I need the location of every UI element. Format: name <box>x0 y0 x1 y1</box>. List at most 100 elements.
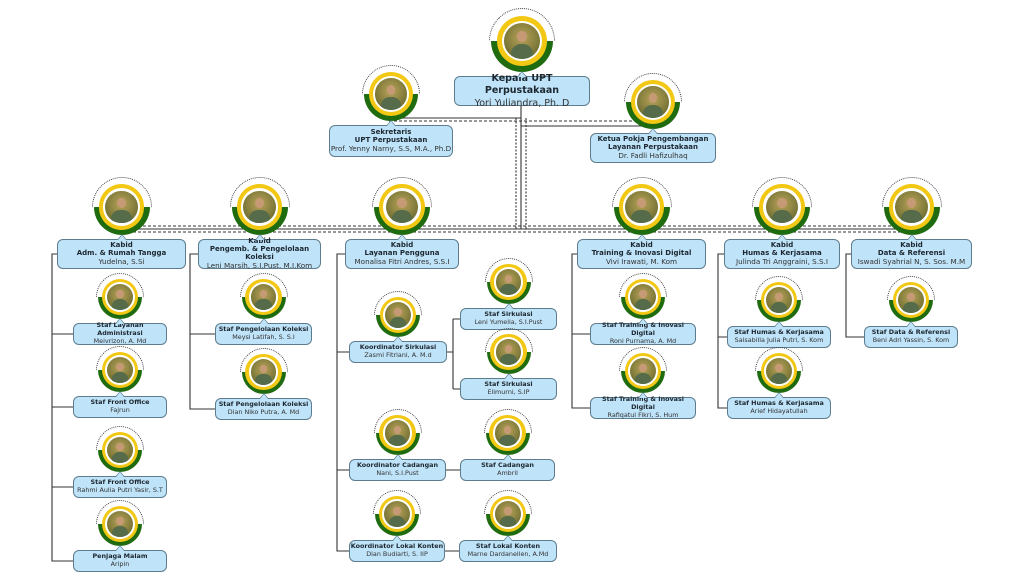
person-body-icon <box>510 43 534 59</box>
avatar[interactable] <box>364 281 432 349</box>
person-head-icon <box>639 363 647 373</box>
avatar[interactable] <box>229 263 298 331</box>
avatar[interactable] <box>359 164 445 250</box>
node-person-name: Fajrun <box>110 406 130 415</box>
profile-photo <box>250 359 277 385</box>
connector-arrow-icon <box>392 454 403 461</box>
person-body-icon <box>642 104 664 118</box>
pokja-node[interactable]: Ketua Pokja Pengembangan Layanan Perpust… <box>590 128 716 163</box>
profile-photo <box>765 190 799 224</box>
avatar[interactable] <box>217 164 302 250</box>
avatar[interactable] <box>229 338 298 406</box>
person-head-icon <box>777 197 787 209</box>
avatar[interactable] <box>609 337 677 405</box>
node-person-name: Rafiqatul Fikri, S. Hum <box>607 410 679 419</box>
person-body-icon <box>634 373 652 384</box>
profile-photo <box>895 190 928 224</box>
node-role: Staf Training & Inovasi Digital <box>602 395 684 411</box>
avatar[interactable] <box>611 60 695 144</box>
connector-arrow-icon <box>777 234 787 241</box>
person-body-icon <box>771 209 793 224</box>
person-head-icon <box>397 197 407 209</box>
node-person-name: Aripin <box>110 560 130 569</box>
node-role: Koordinator Cadangan <box>356 460 439 469</box>
node-person-name: Iswadi Syahrial N, S. Sos. M.M <box>857 257 966 266</box>
node-role: Staf Pengelolaan Koleksi <box>218 399 309 408</box>
person-body-icon <box>249 209 270 224</box>
person-head-icon <box>503 425 512 435</box>
avatar[interactable] <box>86 263 154 331</box>
node-person-name: Monalisa Fitri Andres, S.S.I <box>354 257 450 266</box>
avatar[interactable] <box>363 480 431 548</box>
profile-photo <box>105 190 138 224</box>
avatar[interactable] <box>745 266 813 334</box>
profile-photo <box>107 284 133 310</box>
avatar[interactable] <box>474 248 543 316</box>
avatar[interactable] <box>86 416 154 484</box>
person-head-icon <box>393 425 402 435</box>
avatar[interactable] <box>609 263 677 331</box>
avatar[interactable] <box>473 399 542 467</box>
node-person-name: Yori Yuliandra, Ph. D <box>474 97 570 109</box>
node-role: Staf Humas & Kerjasama <box>734 327 824 336</box>
node-role: Koordinator Sirkulasi <box>359 342 437 351</box>
avatar[interactable] <box>877 266 945 334</box>
profile-photo <box>384 420 411 446</box>
avatar[interactable] <box>475 0 569 88</box>
profile-photo <box>494 420 521 446</box>
node-person-name: Beni Adri Yassin, S. Kom <box>872 336 950 345</box>
avatar[interactable] <box>363 399 432 467</box>
avatar[interactable] <box>745 337 813 405</box>
avatar[interactable] <box>474 480 542 548</box>
connector-arrow-icon <box>502 454 513 461</box>
node-role: Koordinator Lokal Konten <box>350 541 444 550</box>
avatar[interactable] <box>349 52 433 136</box>
person-body-icon <box>111 452 129 463</box>
avatar[interactable] <box>86 490 154 558</box>
avatar[interactable] <box>739 164 825 250</box>
avatar[interactable] <box>599 164 684 250</box>
person-head-icon <box>116 442 124 452</box>
connector-arrow-icon <box>258 318 269 325</box>
connector-arrow-icon <box>115 391 125 398</box>
avatar[interactable] <box>86 336 154 404</box>
connector-arrow-icon <box>774 392 784 399</box>
person-body-icon <box>634 299 652 310</box>
person-head-icon <box>504 274 513 284</box>
person-head-icon <box>504 506 512 516</box>
node-person-name: Dian Budiarti, S. IIP <box>366 550 428 559</box>
connector-arrow-icon <box>115 545 125 552</box>
node-person-name: Meysi Latifah, S. S.I <box>232 333 295 342</box>
avatar[interactable] <box>79 164 164 250</box>
avatar[interactable] <box>474 318 543 386</box>
avatar[interactable] <box>869 164 954 250</box>
connector-arrow-icon <box>392 535 402 542</box>
connector-arrow-icon <box>906 234 917 241</box>
